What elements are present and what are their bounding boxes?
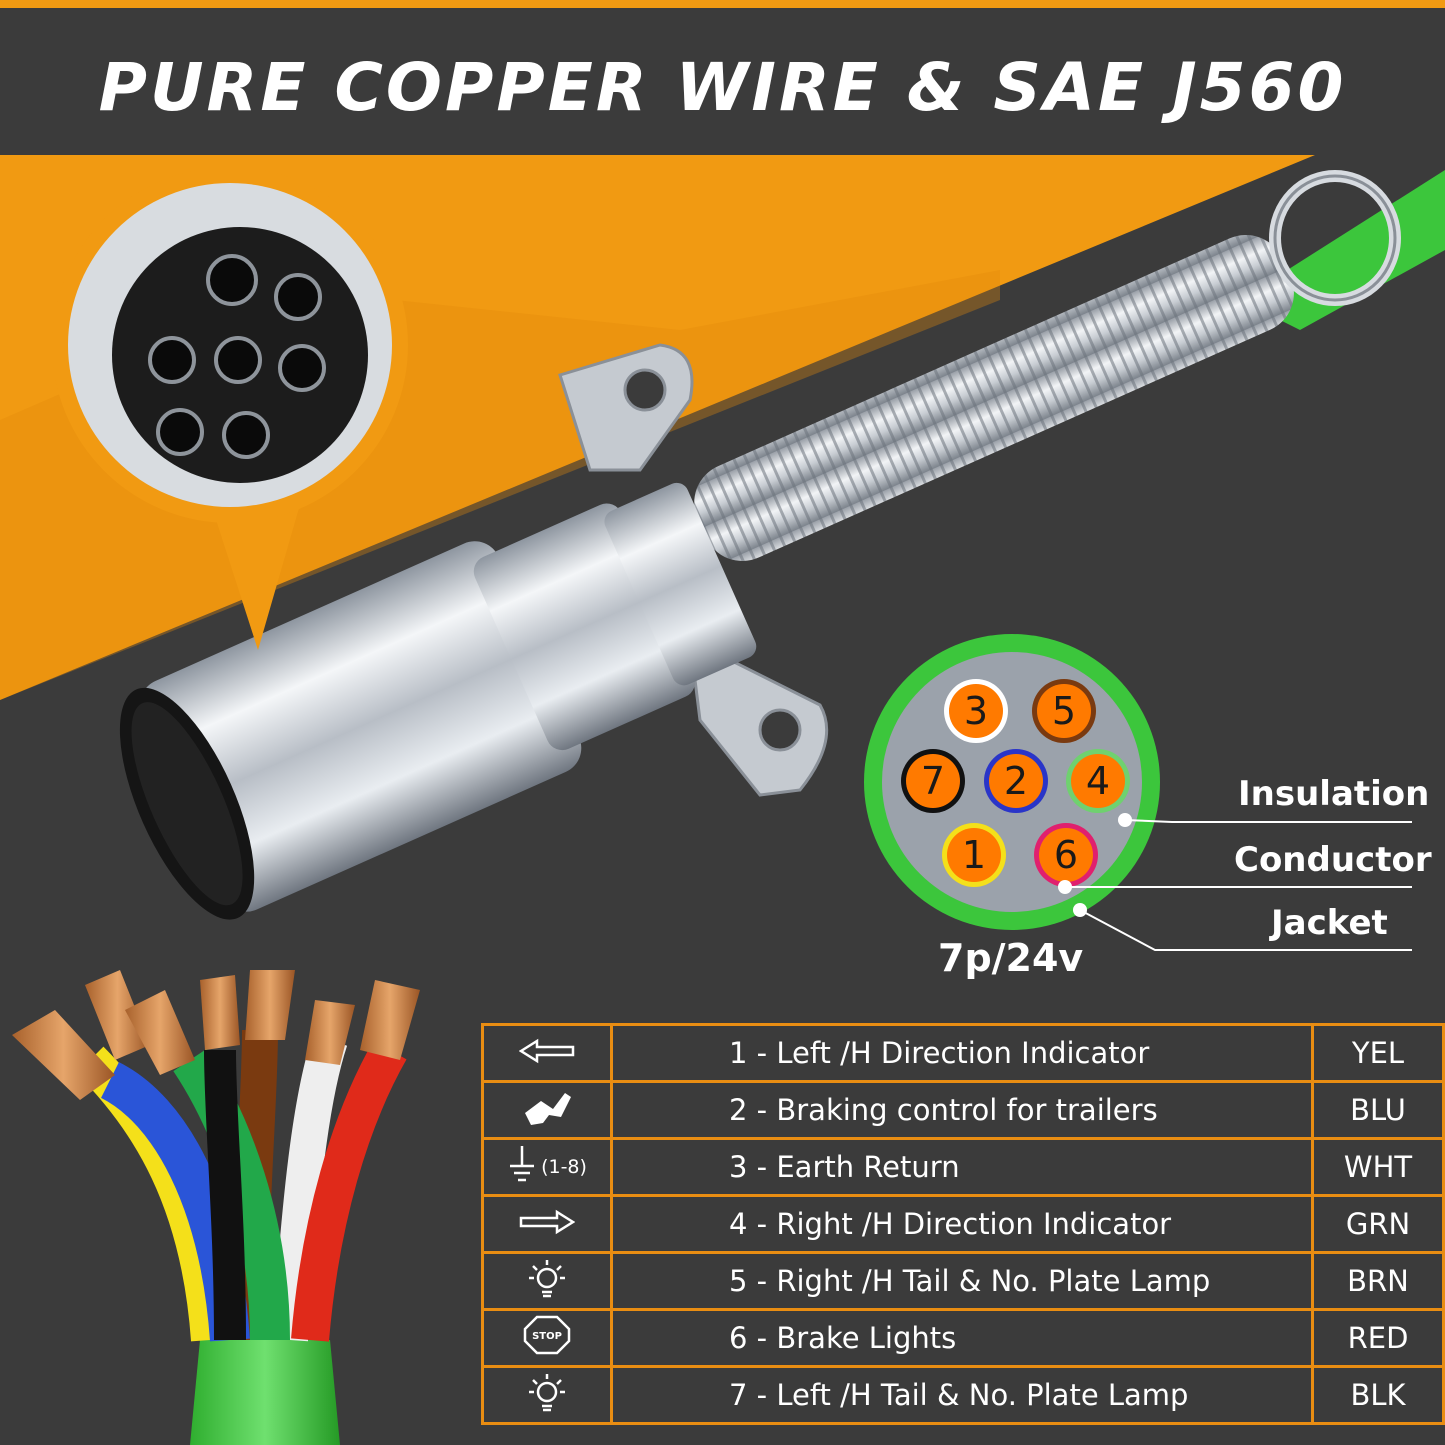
pin-function: 4 - Right /H Direction Indicator <box>610 1194 1314 1254</box>
wire-color-code: BLK <box>1311 1365 1445 1425</box>
cross-section-pin-7: 7 <box>901 749 965 813</box>
cross-section-pin-4: 4 <box>1066 749 1130 813</box>
wire-color-code: YEL <box>1311 1023 1445 1083</box>
cable-cross-section: 3 5 7 2 4 1 6 <box>864 634 1412 951</box>
pin-function: 7 - Left /H Tail & No. Plate Lamp <box>610 1365 1314 1425</box>
cross-section-pin-6: 6 <box>1034 823 1098 887</box>
wire-color-code: BLU <box>1311 1080 1445 1140</box>
lamp-icon <box>527 1258 567 1305</box>
pin-number: 7 <box>921 759 945 803</box>
pin-number: 5 <box>1052 689 1076 733</box>
rating-label: 7p/24v <box>938 936 1084 980</box>
lamp-icon <box>527 1372 567 1419</box>
green-jacket <box>190 1340 340 1445</box>
pin-number: 3 <box>964 689 988 733</box>
socket-pin-holes <box>148 254 326 459</box>
row-icon-cell <box>481 1365 613 1425</box>
cross-section-pin-5: 5 <box>1032 679 1096 743</box>
pin-function: 6 - Brake Lights <box>610 1308 1314 1368</box>
row-icon-cell <box>481 1194 613 1254</box>
wire-bundle <box>12 970 420 1445</box>
row-icon-cell: STOP <box>481 1308 613 1368</box>
lower-mounting-ear <box>688 637 829 797</box>
top-accent-stripe <box>0 0 1445 8</box>
cross-section-pin-1: 1 <box>942 823 1006 887</box>
pin-function: 5 - Right /H Tail & No. Plate Lamp <box>610 1251 1314 1311</box>
spring-guard <box>694 234 1294 562</box>
ground-icon <box>507 1144 537 1191</box>
pin-number: 2 <box>1004 759 1028 803</box>
jacket-label: Jacket <box>1271 903 1388 943</box>
pin-function: 3 - Earth Return <box>610 1137 1314 1197</box>
pin-number: 1 <box>962 833 986 877</box>
pin-number: 6 <box>1054 833 1078 877</box>
row-icon-cell <box>481 1251 613 1311</box>
pin-function: 2 - Braking control for trailers <box>610 1080 1314 1140</box>
wire-color-code: GRN <box>1311 1194 1445 1254</box>
wire-color-code: RED <box>1311 1308 1445 1368</box>
cross-section-pin-3: 3 <box>944 679 1008 743</box>
brake-pedal-icon <box>521 1087 573 1134</box>
stop-sign-text: STOP <box>532 1331 562 1342</box>
cross-section-pin-2: 2 <box>984 749 1048 813</box>
conductor-label: Conductor <box>1234 840 1432 880</box>
row-icon-cell: (1-8) <box>481 1137 613 1197</box>
right-arrow-icon <box>519 1208 576 1242</box>
callout-leader-lines <box>1065 819 1412 951</box>
ground-note: (1-8) <box>541 1156 587 1178</box>
pin-number: 4 <box>1086 759 1110 803</box>
chrome-plug-body <box>119 482 757 920</box>
row-icon-cell <box>481 1023 613 1083</box>
pin-function: 1 - Left /H Direction Indicator <box>610 1023 1314 1083</box>
row-icon-cell <box>481 1080 613 1140</box>
wire-color-code: WHT <box>1311 1137 1445 1197</box>
wire-color-code: BRN <box>1311 1251 1445 1311</box>
left-arrow-icon <box>518 1037 575 1071</box>
insulation-label: Insulation <box>1238 774 1430 814</box>
stop-sign-icon: STOP <box>523 1315 571 1362</box>
